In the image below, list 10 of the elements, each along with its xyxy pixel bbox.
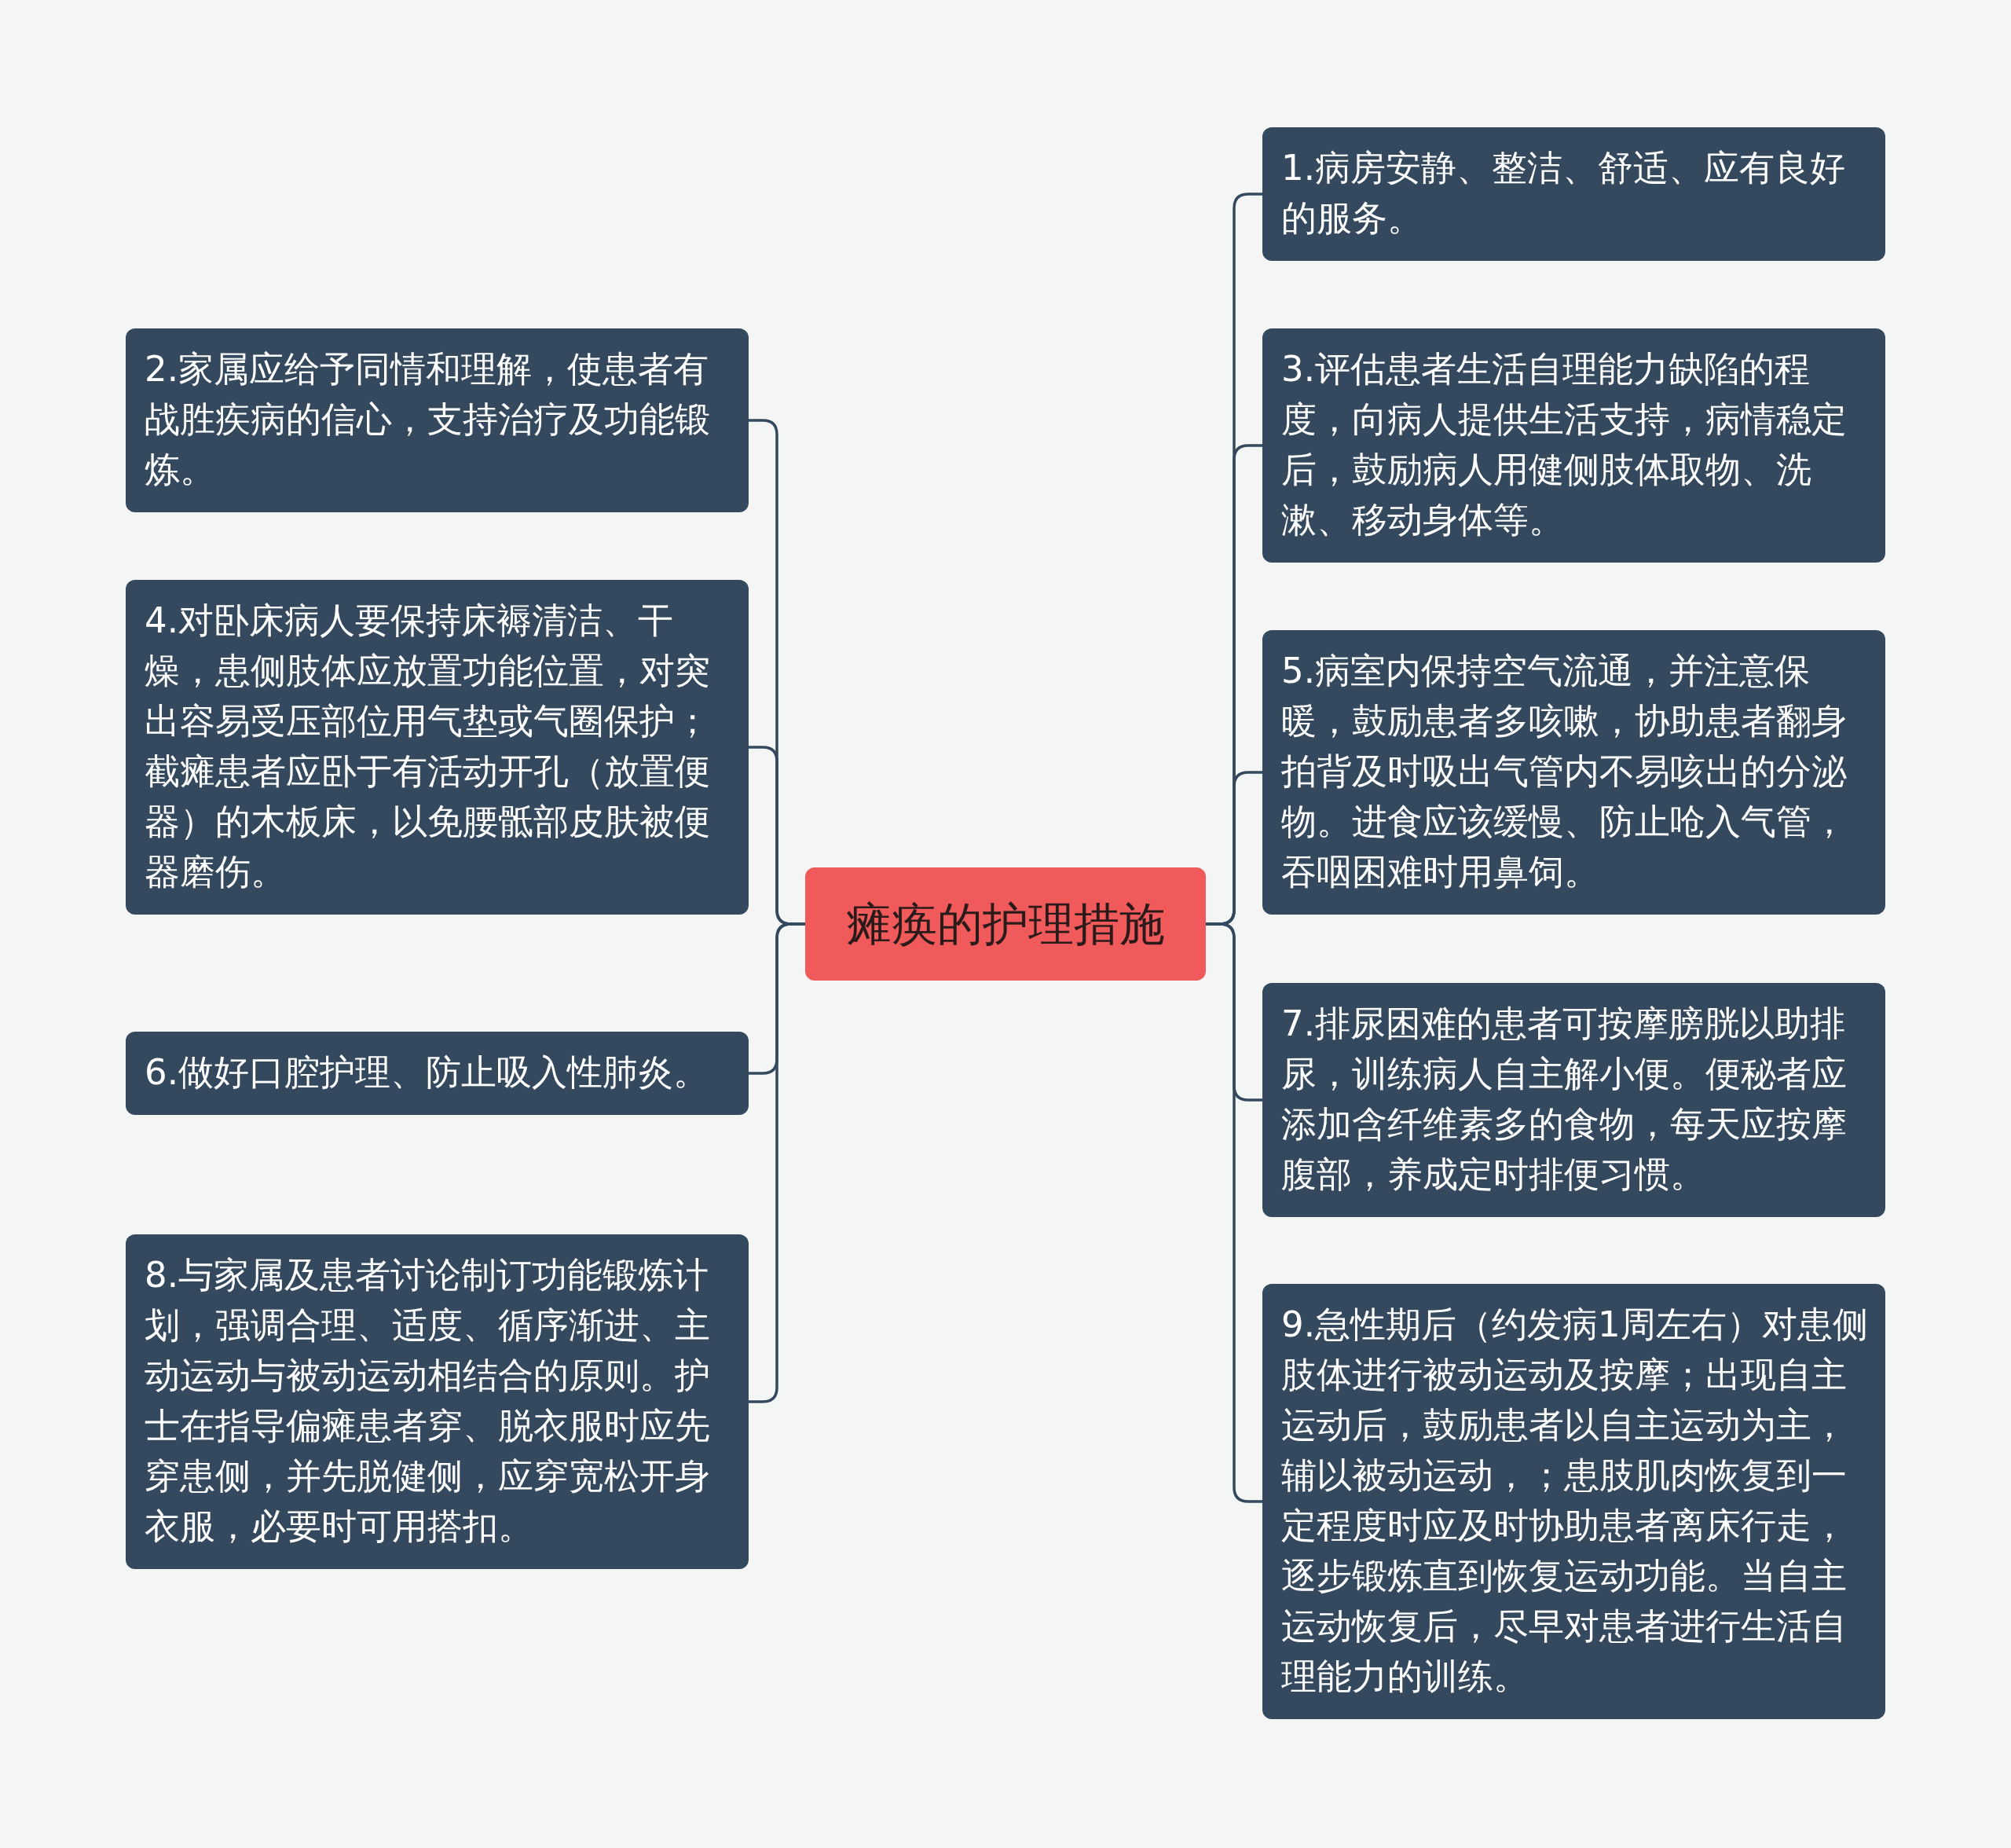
branch-box: 5.病室内保持空气流通，并注意保暖，鼓励患者多咳嗽，协助患者翻身拍背及时吸出气管内不易咳出的分泌物。进食应该缓慢、防止呛入气管，吞咽困难时用鼻饲。 bbox=[1262, 630, 1885, 915]
branch-box: 8.与家属及患者讨论制订功能锻炼计划，强调合理、适度、循序渐进、主动运动与被动运动相结合的原则。护士在指导偏瘫患者穿、脱衣服时应先穿患侧，并先脱健侧，应穿宽松开身衣服，必要时可用搭扣。 bbox=[126, 1234, 749, 1569]
branch-box: 1.病房安静、整洁、舒适、应有良好的服务。 bbox=[1262, 127, 1885, 261]
branch-box: 7.排尿困难的患者可按摩膀胱以助排尿，训练病人自主解小便。便秘者应添加含纤维素多的食物，每天应按摩腹部，养成定时排便习惯。 bbox=[1262, 983, 1885, 1217]
branch-box: 2.家属应给予同情和理解，使患者有战胜疾病的信心，支持治疗及功能锻炼。 bbox=[126, 328, 749, 512]
branch-box: 9.急性期后（约发病1周左右）对患侧肢体进行被动运动及按摩；出现自主运动后，鼓励患者以自主运动为主，辅以被动运动，；患肢肌肉恢复到一定程度时应及时协助患者离床行走，逐步锻炼直到恢复运动功能。当自主运动恢复后，尽早对患者进行生活自理能力的训练。 bbox=[1262, 1284, 1885, 1719]
branch-box: 3.评估患者生活自理能力缺陷的程度，向病人提供生活支持，病情稳定后，鼓励病人用健侧肢体取物、洗漱、移动身体等。 bbox=[1262, 328, 1885, 563]
topic-box: 瘫痪的护理措施 bbox=[805, 867, 1206, 981]
branch-box: 6.做好口腔护理、防止吸入性肺炎。 bbox=[126, 1032, 749, 1115]
branch-box: 4.对卧床病人要保持床褥清洁、干燥，患侧肢体应放置功能位置，对突出容易受压部位用气垫或气圈保护；截瘫患者应卧于有活动开孔（放置便器）的木板床，以免腰骶部皮肤被便器磨伤。 bbox=[126, 580, 749, 915]
